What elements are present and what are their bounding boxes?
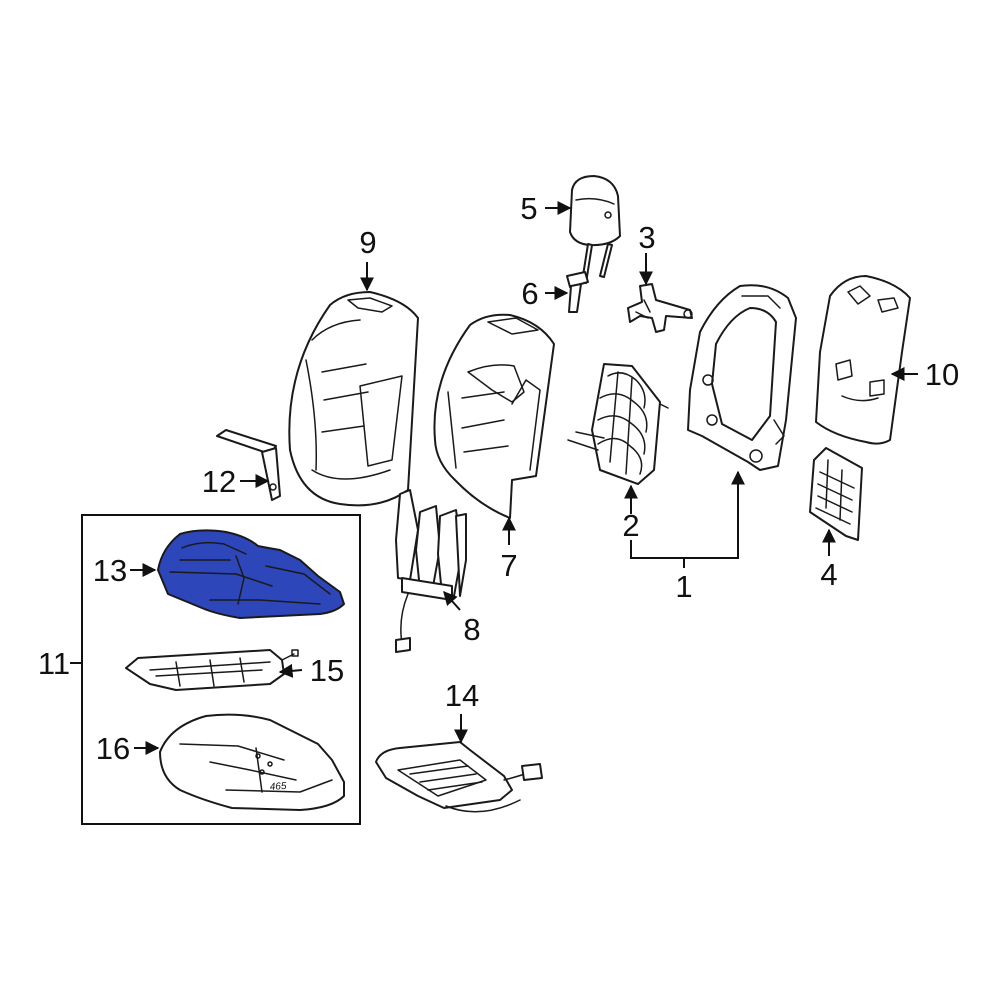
pad-stamp-text: 465 (269, 781, 287, 793)
callout-14[interactable]: 14 (445, 678, 479, 713)
back-panel-part[interactable] (815, 275, 911, 445)
small-bracket-part[interactable] (216, 429, 281, 501)
callout-16[interactable]: 16 (96, 731, 130, 766)
seatback-frame-part[interactable] (687, 284, 797, 471)
callout-11[interactable]: 11 (38, 646, 70, 681)
callout-12[interactable]: 12 (202, 464, 236, 499)
callout-3[interactable]: 3 (638, 220, 655, 255)
seat-heater-part[interactable] (375, 741, 543, 813)
cushion-pad-part[interactable]: 465 (159, 713, 345, 811)
callout-10[interactable]: 10 (925, 357, 959, 392)
callout-8[interactable]: 8 (463, 612, 480, 647)
assembly-11-box (81, 514, 361, 825)
vent-grille-part[interactable] (809, 447, 863, 541)
callout-6[interactable]: 6 (521, 276, 538, 311)
linkage-bracket-part[interactable] (627, 283, 693, 333)
seatback-cover-part[interactable] (288, 291, 419, 507)
cushion-cover-part[interactable] (157, 529, 345, 619)
sensor-mat-part[interactable] (125, 649, 299, 691)
headrest-guide-part[interactable] (566, 271, 589, 313)
callout-9[interactable]: 9 (359, 225, 376, 260)
leader-lines (70, 201, 918, 755)
callout-1[interactable]: 1 (675, 569, 692, 604)
lumbar-support-part[interactable] (395, 489, 467, 653)
callout-13[interactable]: 13 (93, 553, 127, 588)
callout-7[interactable]: 7 (500, 548, 517, 583)
callout-4[interactable]: 4 (820, 557, 837, 592)
callout-labels: 1 2 3 4 5 6 7 8 9 10 11 12 13 14 15 16 (38, 191, 959, 766)
headrest-part[interactable] (569, 175, 621, 284)
callout-5[interactable]: 5 (520, 191, 537, 226)
seatback-pad-part[interactable] (433, 313, 555, 519)
spring-mat-part[interactable] (567, 363, 669, 485)
callout-2[interactable]: 2 (622, 508, 639, 543)
callout-15[interactable]: 15 (310, 653, 344, 688)
